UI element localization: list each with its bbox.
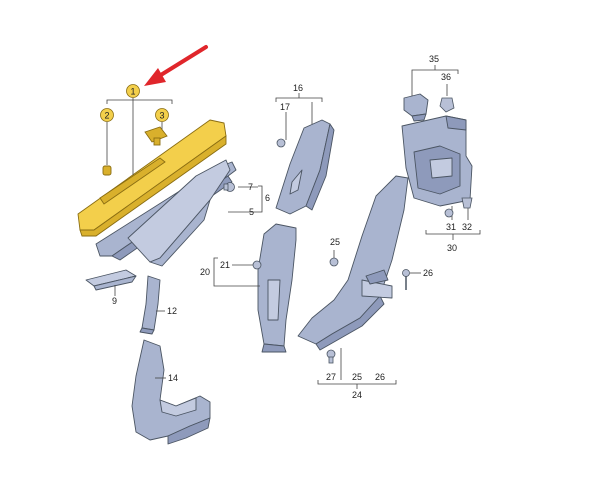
callout-group-5-6-7 [228, 185, 263, 213]
callout-21: 21 [220, 260, 230, 270]
part-14-footwell-trim [131, 339, 211, 445]
callout-24: 24 [352, 390, 362, 400]
part-5-lower-pillar [127, 159, 231, 267]
callout-5: 5 [249, 207, 254, 217]
part-7-clip [223, 182, 235, 192]
callout-group-16-17 [275, 93, 323, 140]
callout-9: 9 [112, 296, 117, 306]
part-3-fastener [144, 126, 168, 146]
part-36-clip [439, 97, 455, 113]
part-25-clip-upper [329, 257, 339, 267]
callout-25-lower: 25 [352, 372, 362, 382]
callout-3-badge: 3 [155, 108, 169, 122]
part-16-b-pillar-upper [275, 119, 335, 215]
part-32-clip [461, 197, 473, 209]
callout-12: 12 [167, 306, 177, 316]
callout-20: 20 [200, 267, 210, 277]
part-17-clip [276, 138, 286, 148]
callout-2: 2 [104, 111, 109, 121]
callout-3: 3 [159, 111, 164, 121]
callout-36: 36 [441, 72, 451, 82]
callout-1-badge: 1 [126, 84, 140, 98]
callout-32: 32 [462, 222, 472, 232]
callout-group-20-21 [213, 257, 260, 287]
callout-26-lower: 26 [375, 372, 385, 382]
part-27-clip [326, 349, 336, 364]
callout-16: 16 [293, 83, 303, 93]
callout-31: 31 [446, 222, 456, 232]
callout-1: 1 [130, 87, 135, 97]
callout-6: 6 [265, 193, 270, 203]
callout-17: 17 [280, 102, 290, 112]
callout-14: 14 [168, 373, 178, 383]
part-12-bracket [139, 275, 161, 335]
part-9-cover [85, 269, 137, 291]
part-20-b-pillar-lower [257, 223, 297, 353]
callout-2-badge: 2 [100, 108, 114, 122]
callout-group-24 [317, 348, 397, 389]
callout-group-35-36 [411, 65, 459, 96]
part-30-luggage-trim [401, 115, 473, 207]
callout-7: 7 [248, 182, 253, 192]
callout-26-upper: 26 [423, 268, 433, 278]
part-24-c-pillar-trim [297, 175, 409, 351]
callout-25-upper: 25 [330, 237, 340, 247]
part-21-clip [252, 260, 262, 270]
callout-27: 27 [326, 372, 336, 382]
part-31-clip [444, 208, 454, 218]
callout-group-1 [106, 98, 173, 175]
callout-35: 35 [429, 54, 439, 64]
part-35-bracket [403, 93, 429, 122]
part-2-clip [102, 165, 112, 176]
red-pointer-arrow [144, 45, 208, 86]
part-1-a-pillar-trim [77, 119, 227, 237]
callout-30: 30 [447, 243, 457, 253]
part-26-screw-upper [402, 269, 410, 290]
